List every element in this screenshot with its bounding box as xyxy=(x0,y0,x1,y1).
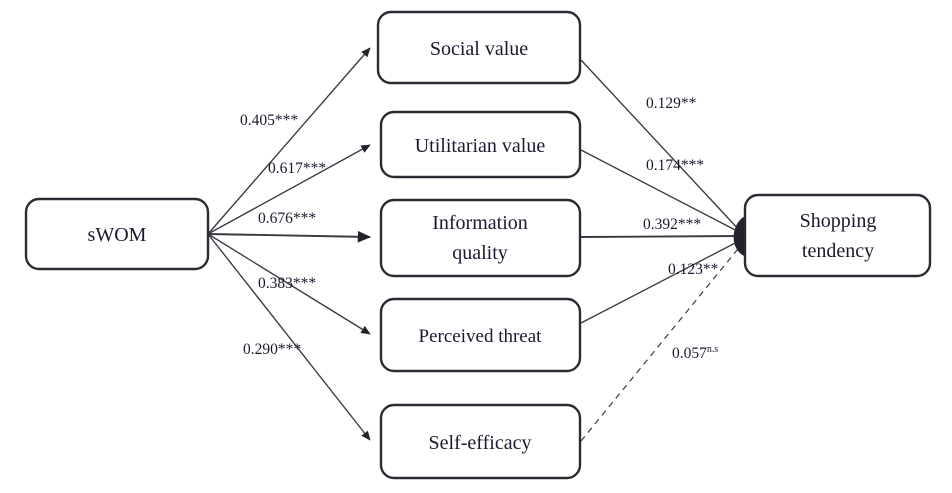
node-label-self-efficacy: Self-efficacy xyxy=(429,432,532,454)
coef-label-information-quality-shopping-tendency: 0.392*** xyxy=(643,216,701,233)
coef-label-utilitarian-value-shopping-tendency: 0.174*** xyxy=(646,157,704,174)
coef-label-swom-self-efficacy: 0.290*** xyxy=(243,341,301,358)
coef-label-swom-perceived-threat: 0.383*** xyxy=(258,275,316,292)
node-labels: sWOM Social value Utilitarian value Info… xyxy=(88,38,877,454)
coef-label-swom-information-quality: 0.676*** xyxy=(258,210,316,227)
coef-value-self-efficacy: 0.057 xyxy=(672,345,707,362)
coef-label-swom-utilitarian-value: 0.617*** xyxy=(268,160,326,177)
edges-predictor-to-mediators xyxy=(207,47,372,441)
node-box-self-efficacy[interactable] xyxy=(379,403,582,480)
edge-swom-to-social-value xyxy=(207,47,371,235)
node-boxes xyxy=(24,10,932,480)
edge-swom-to-utilitarian-value xyxy=(207,144,371,235)
path-coefficient-labels: 0.405*** 0.617*** 0.676*** 0.383*** 0.29… xyxy=(240,95,719,362)
node-box-information-quality[interactable] xyxy=(379,198,582,278)
node-box-swom[interactable] xyxy=(24,197,210,271)
node-label-swom: sWOM xyxy=(88,224,147,246)
node-label-information-quality-line1: Information xyxy=(432,212,528,234)
node-label-social-value: Social value xyxy=(430,38,528,60)
coef-superscript-ns: n.s xyxy=(707,344,719,355)
coef-label-swom-social-value: 0.405*** xyxy=(240,112,298,129)
edge-social-value-to-shopping-tendency xyxy=(580,59,742,233)
coef-label-social-value-shopping-tendency: 0.129** xyxy=(646,95,697,112)
edge-self-efficacy-to-shopping-tendency xyxy=(580,243,743,442)
edge-utilitarian-value-to-shopping-tendency xyxy=(580,149,742,234)
node-box-utilitarian-value[interactable] xyxy=(379,110,582,179)
coef-label-self-efficacy-shopping-tendency: 0.057n.s xyxy=(672,344,718,362)
edge-information-quality-to-shopping-tendency xyxy=(580,235,740,238)
edge-swom-to-information-quality xyxy=(207,230,372,243)
node-label-shopping-tendency-line1: Shopping xyxy=(800,210,877,232)
node-box-shopping-tendency[interactable] xyxy=(743,193,932,278)
node-label-perceived-threat: Perceived threat xyxy=(419,326,543,347)
edges-mediators-to-outcome xyxy=(580,59,749,442)
node-label-shopping-tendency-line2: tendency xyxy=(802,240,874,262)
node-box-social-value[interactable] xyxy=(376,10,582,85)
node-box-perceived-threat[interactable] xyxy=(379,297,582,373)
edge-swom-to-self-efficacy xyxy=(207,233,371,441)
edge-perceived-threat-to-shopping-tendency xyxy=(580,239,742,324)
node-label-utilitarian-value: Utilitarian value xyxy=(415,135,546,157)
node-label-information-quality-line2: quality xyxy=(452,242,508,264)
coef-label-perceived-threat-shopping-tendency: 0.123** xyxy=(668,261,719,278)
edge-swom-to-perceived-threat xyxy=(207,233,371,335)
